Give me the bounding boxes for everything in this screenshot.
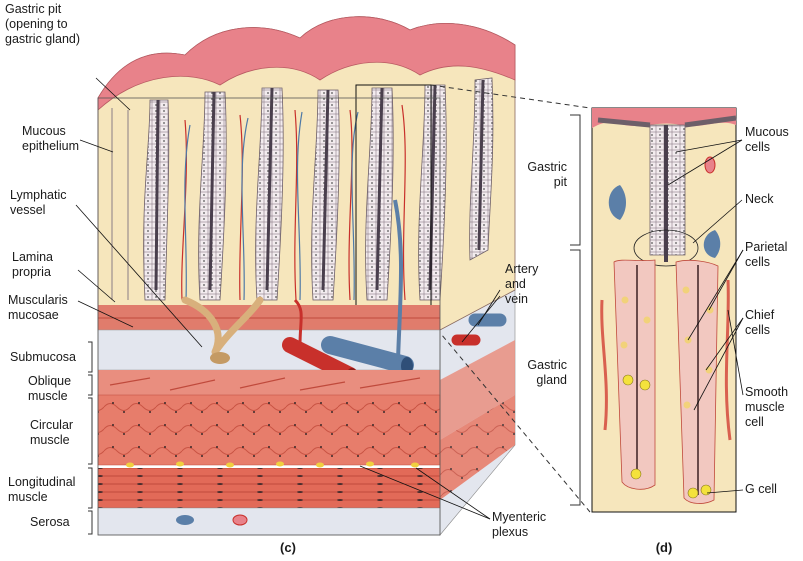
- label-gastric-pit-opening: Gastric pit (opening to gastric gland): [5, 2, 81, 46]
- leader-lines: [75, 77, 744, 520]
- label-oblique-muscle: Oblique muscle: [28, 374, 72, 403]
- serosa-layer: [97, 507, 441, 536]
- gastric-brackets: [570, 114, 581, 506]
- label-gastric-gland: Gastric gland: [527, 358, 567, 387]
- label-chief-cells: Chief cells: [745, 308, 775, 337]
- stomach-wall-block: [97, 16, 591, 536]
- label-muscularis-mucosae: Muscularis mucosae: [8, 293, 68, 322]
- label-myenteric-plexus: Myenteric plexus: [492, 510, 547, 539]
- label-g-cell: G cell: [745, 482, 777, 496]
- label-mucous-epithelium: Mucous epithelium: [22, 124, 79, 153]
- label-longitudinal-muscle: Longitudinal muscle: [8, 475, 76, 504]
- label-lamina-propria: Lamina propria: [12, 250, 53, 279]
- label-gastric-pit: Gastric pit: [527, 160, 567, 189]
- gastric-glands: [111, 77, 494, 301]
- gastric-gland-detail: [591, 107, 737, 513]
- label-smooth-muscle-cell: Smooth muscle cell: [745, 385, 789, 429]
- label-submucosa: Submucosa: [10, 350, 77, 364]
- panel-label-d: (d): [655, 540, 673, 555]
- label-artery-and-vein: Artery and vein: [505, 262, 539, 306]
- label-serosa: Serosa: [30, 515, 70, 529]
- longitudinal-muscle-layer: [98, 468, 440, 508]
- label-mucous-cells: Mucous cells: [745, 125, 789, 154]
- circular-muscle-layer: [97, 394, 441, 466]
- label-neck: Neck: [745, 192, 774, 206]
- left-brackets: [88, 341, 93, 535]
- panel-label-c: (c): [280, 540, 296, 555]
- oblique-muscle-layer: [98, 370, 440, 395]
- label-circular-muscle: Circular muscle: [30, 418, 74, 447]
- label-parietal-cells: Parietal cells: [745, 240, 788, 269]
- label-lymphatic-vessel: Lymphatic vessel: [10, 188, 67, 217]
